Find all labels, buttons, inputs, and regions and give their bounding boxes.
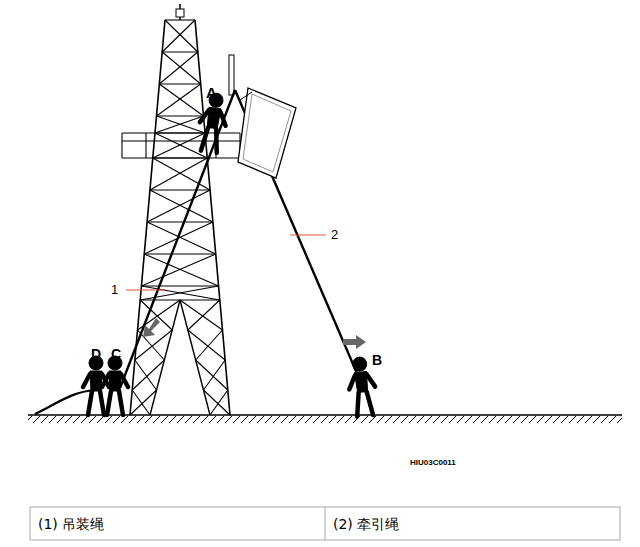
lattice-strut bbox=[162, 20, 195, 52]
lattice-strut bbox=[153, 133, 205, 158]
pole-mast bbox=[229, 55, 234, 95]
worker-figure bbox=[196, 91, 230, 153]
table-cell: (2) 牵引绳 bbox=[333, 516, 399, 534]
lattice-strut bbox=[147, 221, 213, 222]
lattice-strut bbox=[165, 20, 198, 52]
callout-label: B bbox=[372, 353, 382, 367]
lattice-strut bbox=[162, 52, 201, 84]
lattice-strut bbox=[150, 300, 180, 415]
leader-line bbox=[126, 290, 165, 291]
lattice-strut bbox=[210, 390, 228, 415]
figure-code: HIU03C0011 bbox=[410, 459, 456, 467]
callout-label: C bbox=[111, 347, 121, 361]
lattice-strut bbox=[180, 300, 222, 330]
worker-figure bbox=[102, 356, 128, 415]
lattice-strut bbox=[135, 360, 157, 390]
lattice-strut bbox=[195, 20, 230, 415]
platform bbox=[122, 133, 240, 158]
lattice-strut bbox=[144, 253, 215, 254]
hoisting-rope bbox=[120, 90, 235, 388]
rope-tail bbox=[35, 390, 95, 414]
lattice-strut bbox=[159, 83, 200, 84]
callout-label: 2 bbox=[331, 228, 338, 241]
lattice-strut bbox=[162, 51, 198, 52]
callout-label: D bbox=[91, 347, 101, 361]
lattice-strut bbox=[156, 84, 200, 116]
lattice-strut bbox=[188, 330, 225, 360]
legend-table bbox=[30, 507, 620, 540]
lattice-strut bbox=[180, 300, 210, 415]
workers bbox=[83, 91, 378, 417]
lattice-strut bbox=[144, 254, 218, 286]
tower-top-cap bbox=[176, 9, 184, 17]
lattice-strut bbox=[188, 300, 220, 330]
lattice-strut bbox=[147, 190, 210, 222]
lattice-strut bbox=[130, 390, 157, 415]
lattice-strut bbox=[196, 330, 223, 360]
lattice-strut bbox=[132, 360, 164, 390]
callout-label: 1 bbox=[111, 283, 118, 296]
lattice-strut bbox=[203, 360, 225, 390]
lattice-strut bbox=[159, 52, 198, 84]
lattice-strut bbox=[150, 189, 210, 190]
lattice-strut bbox=[203, 390, 230, 415]
lattice-strut bbox=[140, 286, 218, 300]
table-cell: (1) 吊装绳 bbox=[38, 516, 104, 534]
lattice-strut bbox=[159, 84, 203, 116]
lattice-strut bbox=[150, 190, 213, 222]
lattice-strut bbox=[132, 390, 150, 415]
lattice-strut bbox=[156, 115, 203, 116]
lattice-strut bbox=[141, 254, 215, 286]
callout-label: A bbox=[206, 85, 217, 100]
ground-line bbox=[28, 414, 622, 416]
lattice-strut bbox=[141, 285, 218, 286]
pull-arrow bbox=[343, 335, 366, 349]
antenna-panel bbox=[238, 88, 296, 178]
lattice-strut bbox=[130, 20, 165, 415]
tower-lattice bbox=[130, 20, 230, 415]
lattice-strut bbox=[196, 360, 228, 390]
lattice-strut bbox=[155, 133, 207, 158]
leader-line bbox=[290, 235, 326, 236]
pull-arrow bbox=[143, 318, 160, 337]
lattice-strut bbox=[155, 116, 204, 133]
ground-hatch bbox=[28, 416, 622, 423]
